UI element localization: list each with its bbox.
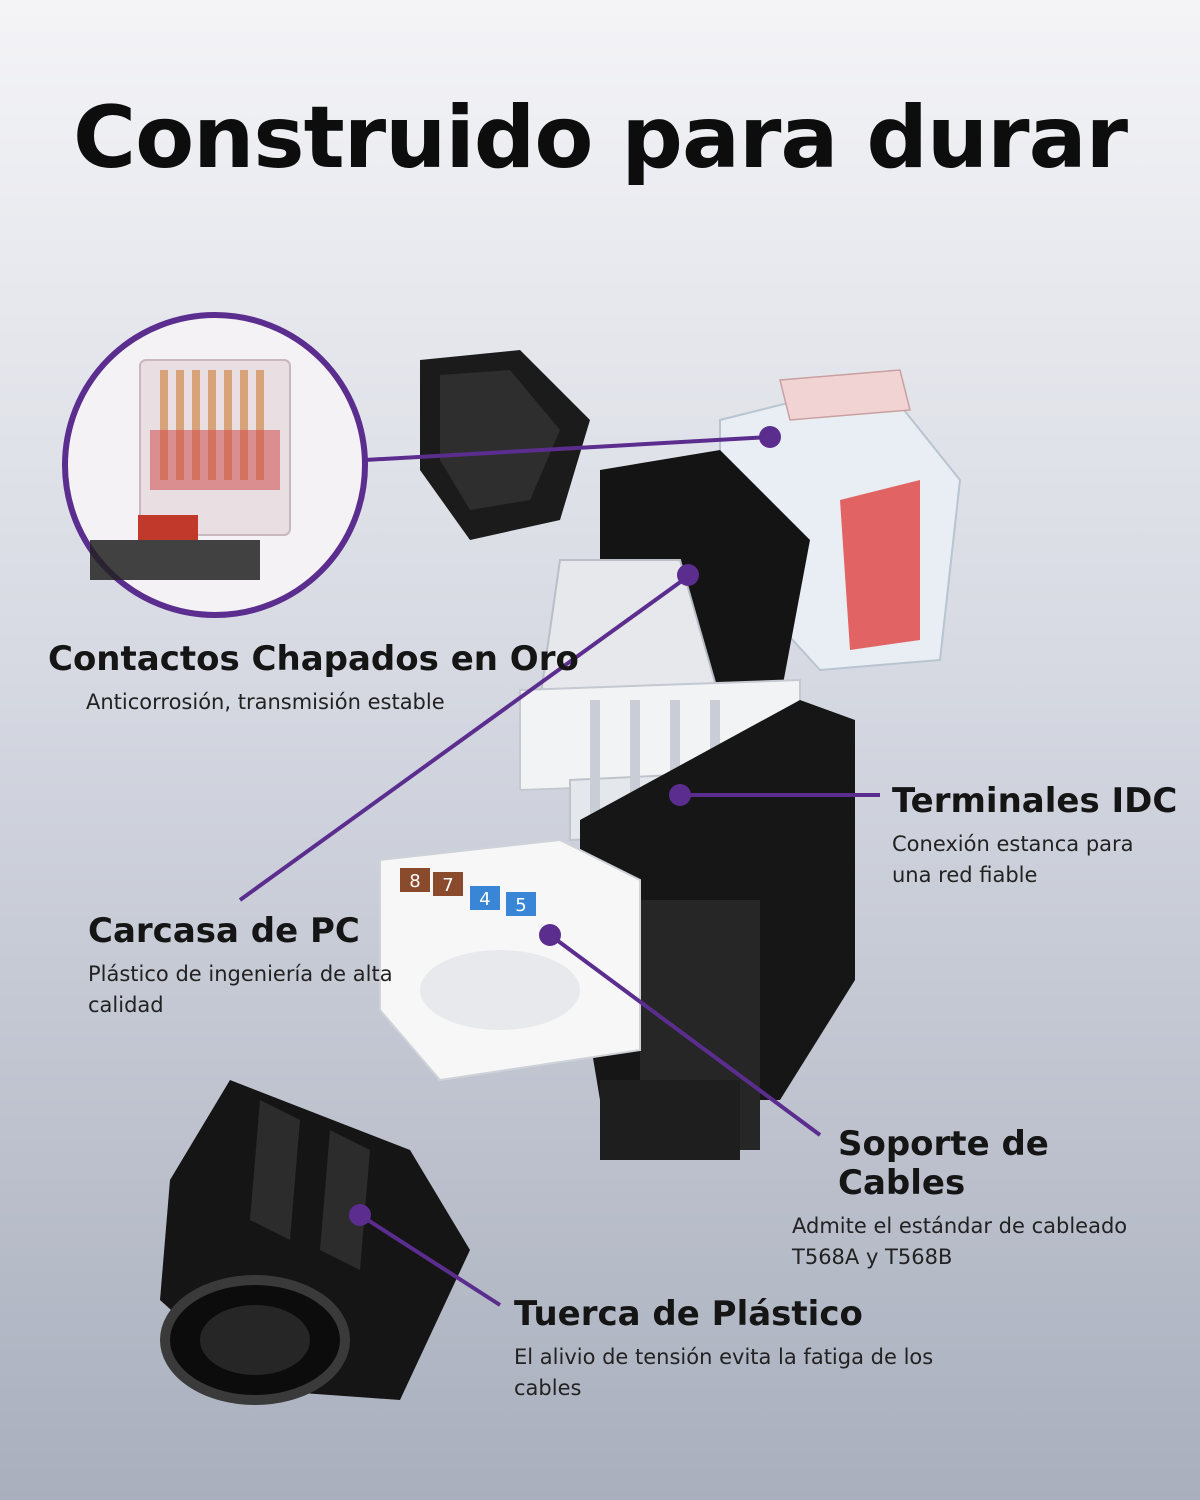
pin-label: 8 [409, 871, 420, 892]
page-title: Construido para durar [72, 88, 1128, 188]
callout-gold-contacts: Contactos Chapados en Oro Anticorrosión,… [48, 639, 608, 718]
leader-line-nut [358, 1213, 502, 1307]
zoom-circle [62, 312, 368, 618]
callout-heading: Terminales IDC [892, 781, 1178, 821]
callout-plastic-nut: Tuerca de Plástico El alivio de tensión … [514, 1294, 974, 1403]
callout-desc: Anticorrosión, transmisión estable [86, 690, 445, 715]
callout-heading: Carcasa de PC [88, 911, 360, 951]
leader-line-pc [238, 573, 692, 902]
pin-label: 5 [515, 895, 526, 916]
callout-desc: Conexión estanca para una red fiable [892, 832, 1134, 887]
black-cover [538, 450, 810, 701]
callout-heading: Tuerca de Plástico [514, 1294, 863, 1334]
plastic-nut [160, 1080, 470, 1405]
callout-idc-terminals: Terminales IDC Conexión estanca para una… [892, 781, 1192, 890]
callout-desc: El alivio de tensión evita la fatiga de … [514, 1345, 934, 1400]
callout-heading: Contactos Chapados en Oro [48, 639, 579, 679]
housing-body [580, 700, 855, 1160]
cable-holder: 8 7 4 5 [379, 838, 641, 1082]
callout-desc: Admite el estándar de cableado T568A y T… [792, 1214, 1128, 1269]
boot-top [420, 350, 590, 540]
pin-label: 4 [479, 889, 490, 910]
callout-cable-holder: Soporte de Cables Admite el estándar de … [792, 1124, 1178, 1272]
leader-line-gold [364, 435, 771, 462]
leader-line-holder [548, 933, 822, 1137]
callout-desc: Plástico de ingeniería de alta calidad [88, 962, 393, 1017]
pin-label: 7 [442, 875, 453, 896]
callout-pc-housing: Carcasa de PC Plástico de ingeniería de … [88, 911, 428, 1020]
callout-heading: Soporte de Cables [838, 1124, 1049, 1204]
